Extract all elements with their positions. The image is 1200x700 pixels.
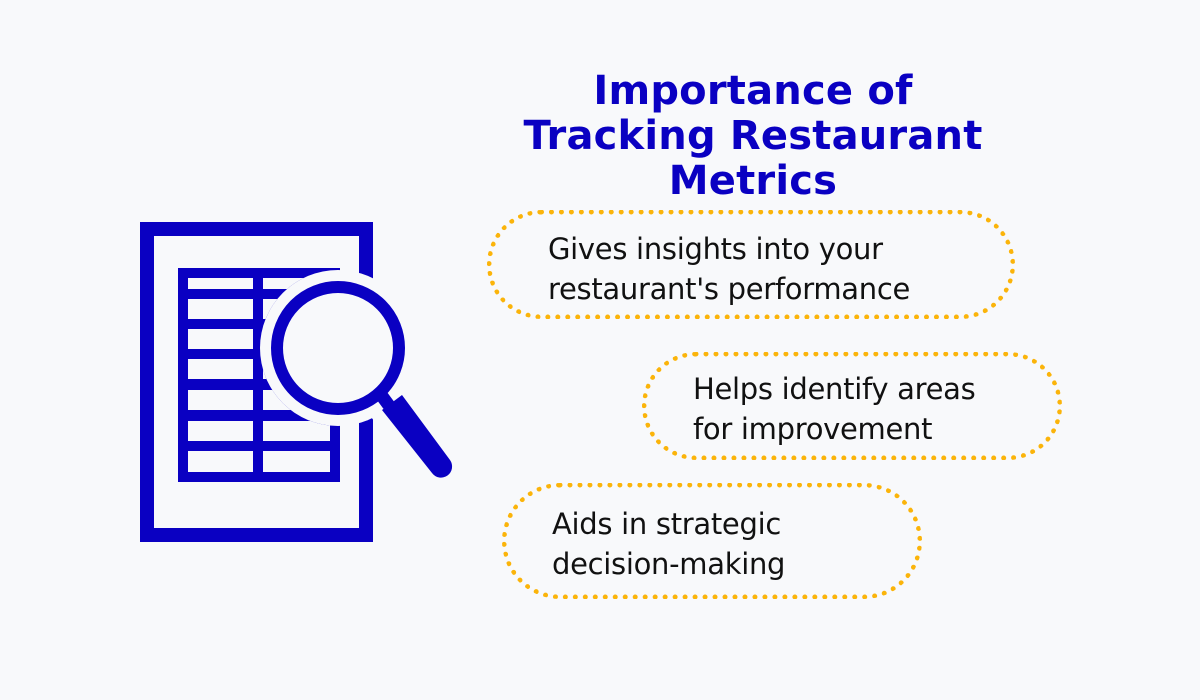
benefit-insights-line-1: Gives insights into your — [548, 232, 883, 266]
benefit-improvement-line-1: Helps identify areas — [693, 372, 976, 406]
benefit-improvement-line-2: for improvement — [693, 412, 933, 446]
benefit-decision-line-2: decision-making — [552, 547, 786, 581]
document-magnifier-icon — [130, 210, 470, 550]
benefit-decision-line-1: Aids in strategic — [552, 507, 781, 541]
benefit-insights: Gives insights into your restaurant's pe… — [487, 210, 1015, 319]
benefit-improvement: Helps identify areas for improvement — [642, 352, 1062, 460]
benefit-decision-making: Aids in strategic decision-making — [502, 483, 922, 599]
benefit-insights-line-2: restaurant's performance — [548, 272, 911, 306]
title-line-1: Importance of — [593, 67, 913, 114]
title-line-2: Tracking Restaurant — [523, 112, 983, 159]
page-title: Importance of Tracking Restaurant Metric… — [480, 67, 1026, 204]
title-line-3: Metrics — [668, 157, 838, 204]
